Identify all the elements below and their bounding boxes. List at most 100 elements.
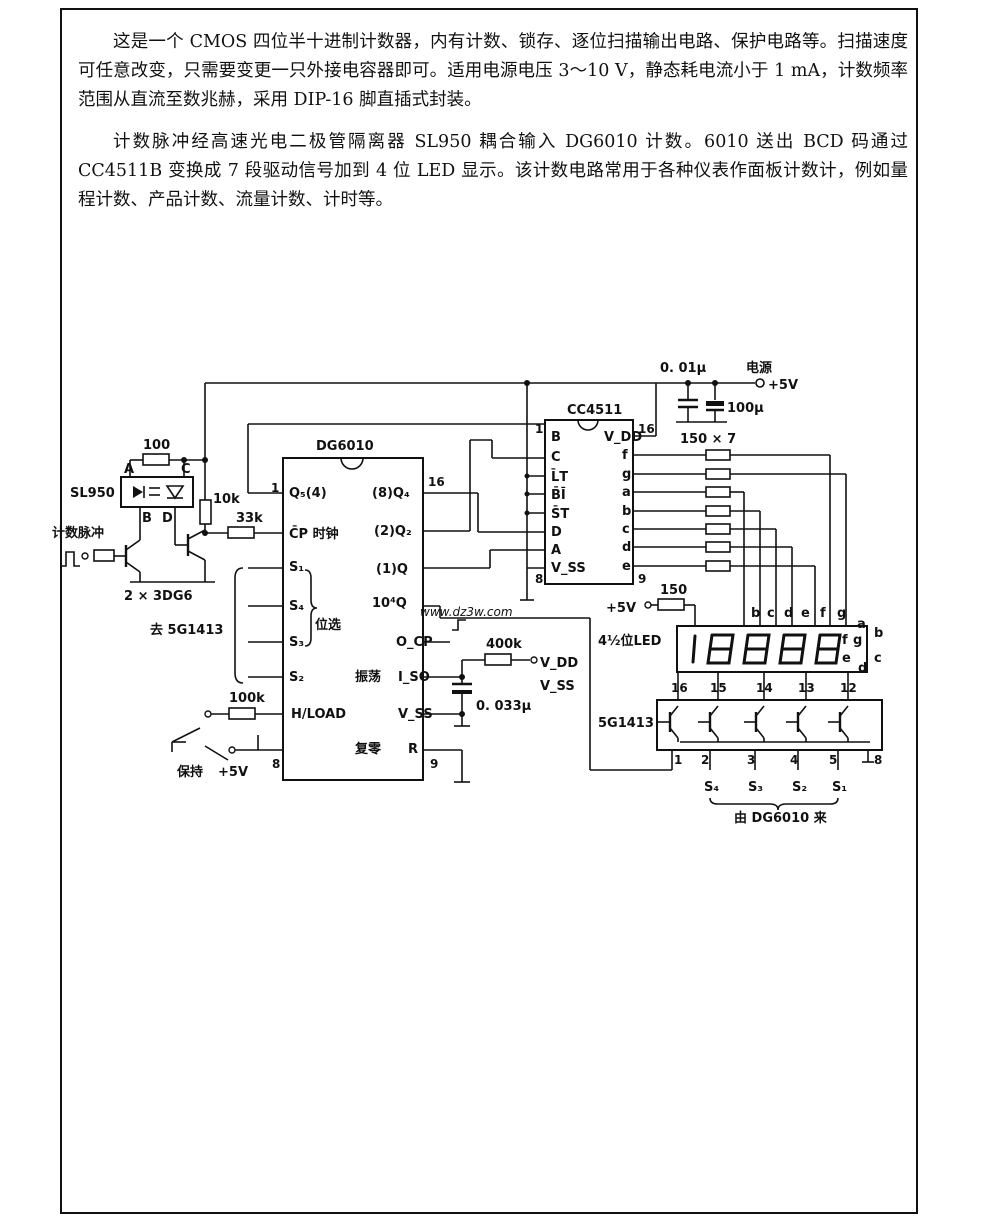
5g1413-pin-16: 16 <box>671 681 688 695</box>
led-corner-a: a <box>857 617 866 632</box>
dg6010-pinnum-1: 1 <box>271 481 279 495</box>
cc4511-pin-g: g <box>622 467 631 482</box>
5g1413-source-label: 由 DG6010 来 <box>734 810 828 826</box>
dg6010-label: DG6010 <box>316 439 374 454</box>
5g1413-pin-8: 8 <box>874 753 882 767</box>
dg6010-pin-osc: 振荡 <box>355 669 381 685</box>
5g1413-s1: S₁ <box>832 780 847 795</box>
dg6010-pin-q1: (1)Q <box>376 562 408 577</box>
led-corner-g: g <box>853 633 862 648</box>
driver-transistor-emitter <box>709 727 719 739</box>
led-digit-1 <box>706 633 735 665</box>
cc4511-pin-f: f <box>622 448 628 463</box>
dg6010-pin-ocp: O_CP <box>396 635 433 650</box>
5g1413-s3: S₃ <box>748 780 763 795</box>
dg6010-pin-hload: H/LOAD <box>291 707 346 722</box>
cc4511-label: CC4511 <box>567 403 622 418</box>
dg6010-pin-10q: 10⁴Q <box>372 596 407 611</box>
transistor-label: 2 × 3DG6 <box>124 589 193 604</box>
watermark: www.dz3w.com <box>420 605 513 619</box>
to-5g1413-label: 去 5G1413 <box>150 622 223 638</box>
dg6010-pin-q4: (8)Q₄ <box>372 486 410 501</box>
cc4511-pin-bi: B̄Ī <box>551 487 566 503</box>
led-seg-label: g <box>837 606 846 621</box>
driver-transistor-collector <box>669 705 679 717</box>
segment-resistor <box>705 449 731 461</box>
driver-transistor-emitter <box>797 727 807 739</box>
cc4511-pin-d-out: d <box>622 540 631 555</box>
cc4511-chip: CC4511 1 16 8 9 B C L̄T B̄Ī S̄T D A V_SS… <box>524 383 657 586</box>
dg6010-pin-reset: 复零 <box>354 741 382 757</box>
segment-resistor <box>705 541 731 553</box>
input-transistor-pair: 计数脉冲 33k 2 × 3DG6 <box>52 507 283 604</box>
c-100u-label: 100μ <box>727 401 764 416</box>
5g1413-label: 5G1413 <box>598 716 654 731</box>
dg6010-pinnum-8: 8 <box>272 757 280 771</box>
r-10k-label: 10k <box>213 492 240 507</box>
led-corner-b: b <box>874 626 883 641</box>
dg6010-pin-q5: Q₅(4) <box>289 486 327 501</box>
dg6010-chip: DG6010 Q₅(4) C̄P 时钟 S₁ S₄ S₃ S₂ H/LOAD 位… <box>150 423 673 783</box>
led-seg-label: c <box>767 606 775 621</box>
5g1413-chip: 5G1413 16 15 14 13 12 1 2 3 4 5 8 S₄ S₃ … <box>598 672 883 826</box>
dg6010-pin-r: R <box>408 742 418 757</box>
input-pulse-label: 计数脉冲 <box>52 525 104 541</box>
dg6010-pin-s4: S₄ <box>289 599 304 614</box>
dg6010-pin-q2: (2)Q₂ <box>374 524 412 539</box>
5g1413-s2: S₂ <box>792 780 807 795</box>
led-seg-label: b <box>751 606 760 621</box>
5g1413-transistors <box>658 705 849 742</box>
led-corner-f: f <box>842 633 848 648</box>
led-seg-label: d <box>784 606 793 621</box>
cc4511-pin-a: A <box>551 543 561 558</box>
5g1413-pin-4: 4 <box>790 753 798 767</box>
led-label: 4½位LED <box>598 633 662 649</box>
driver-transistor-collector <box>839 705 849 717</box>
r-100-label: 100 <box>143 438 170 453</box>
dg6010-pin-s1: S₁ <box>289 560 304 575</box>
led-digit-4 <box>814 633 842 665</box>
cc4511-pin-b: B <box>551 430 561 445</box>
driver-transistor-collector <box>709 705 719 717</box>
cc4511-pin-st: S̄T <box>551 506 569 522</box>
5g1413-pin-3: 3 <box>747 753 755 767</box>
driver-transistor-emitter <box>669 727 679 739</box>
c-0033-label: 0. 033μ <box>476 699 532 714</box>
sl950-label: SL950 <box>70 486 115 501</box>
driver-transistor-collector <box>755 705 765 717</box>
dg6010-pin-iso: I_SO <box>398 670 430 685</box>
weixuan-label: 位选 <box>315 617 341 633</box>
hold-label: 保持 <box>176 764 203 780</box>
segment-resistor <box>705 505 731 517</box>
5g1413-pin-2: 2 <box>701 753 709 767</box>
segment-resistor <box>705 468 731 480</box>
r-400k-label: 400k <box>486 637 522 652</box>
led-seg-label: e <box>801 606 810 621</box>
power-rail: 0. 01μ 电源 +5V 100μ <box>205 360 798 601</box>
c-001-label: 0. 01μ <box>660 361 707 376</box>
cc4511-pinnum-8: 8 <box>535 572 543 586</box>
cc4511-pinnum-1: 1 <box>535 422 543 436</box>
dg6010-pin-cp: C̄P 时钟 <box>289 526 339 542</box>
sl950-pin-b: B <box>142 511 152 526</box>
5g1413-s4: S₄ <box>704 780 719 795</box>
cc4511-pinnum-9: 9 <box>638 572 646 586</box>
dg6010-pin-vss: V_SS <box>398 707 433 722</box>
dg6010-pin-s2: S₂ <box>289 670 304 685</box>
led-digit-3 <box>778 633 807 665</box>
cc4511-pin-vdd: V_DD <box>604 430 642 445</box>
sl950-pin-a: A <box>124 462 134 477</box>
description-paragraph: 计数脉冲经高速光电二极管隔离器 SL950 耦合输入 DG6010 计数。601… <box>78 132 908 210</box>
led-display: +5V 150 4½位LED a f g b e c d <box>598 583 883 676</box>
intro-paragraph: 这是一个 CMOS 四位半十进制计数器，内有计数、锁存、逐位扫描输出电路、保护电… <box>78 32 908 110</box>
led-corner-e: e <box>842 651 851 666</box>
led-digit-2 <box>742 633 771 665</box>
driver-transistor-emitter <box>755 727 765 739</box>
5g1413-pin-5: 5 <box>829 753 837 767</box>
cc4511-pin-d: D <box>551 525 562 540</box>
dg6010-pinnum-9: 9 <box>430 757 438 771</box>
5g1413-pin-1: 1 <box>674 753 682 767</box>
sl950-pin-d: D <box>162 511 173 526</box>
cc4511-pin-e-out: e <box>622 559 631 574</box>
